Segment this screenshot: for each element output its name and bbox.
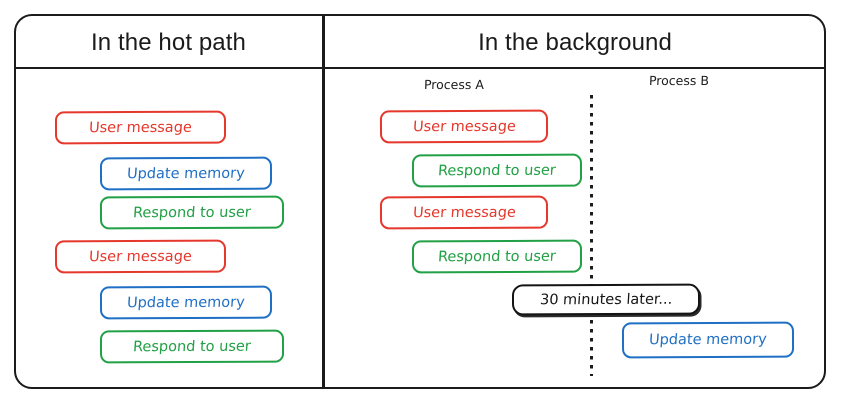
step-label: Respond to user <box>437 162 557 179</box>
column-divider <box>322 14 325 389</box>
process-a-step-user-message-2: User message <box>379 195 549 230</box>
hot-path-step-user-message-2: User message <box>54 239 227 274</box>
process-separator-dotted-line <box>590 95 593 376</box>
step-label: User message <box>88 248 193 265</box>
time-gap-label: 30 minutes later... <box>539 291 673 308</box>
step-label: User message <box>412 204 516 221</box>
hot-path-step-update-memory-2: Update memory <box>99 285 273 320</box>
step-label: Respond to user <box>132 338 252 355</box>
process-a-step-user-message-1: User message <box>379 109 549 144</box>
process-b-label: Process B <box>648 73 710 88</box>
column-header-hot-path: In the hot path <box>91 29 246 56</box>
time-gap-callout: 30 minutes later... <box>511 283 701 316</box>
step-label: Update memory <box>126 165 246 182</box>
step-label: Respond to user <box>437 248 557 265</box>
process-a-label: Process A <box>423 77 485 92</box>
header-divider <box>14 67 826 69</box>
hot-path-step-update-memory-1: Update memory <box>99 156 273 191</box>
step-label: Respond to user <box>132 204 252 221</box>
step-label: User message <box>412 118 516 135</box>
step-label: Update memory <box>126 294 246 311</box>
step-label: Update memory <box>648 331 768 349</box>
process-b-step-update-memory: Update memory <box>621 321 795 359</box>
process-a-step-respond-to-user-2: Respond to user <box>411 239 583 274</box>
hot-path-step-respond-to-user-2: Respond to user <box>99 329 285 364</box>
column-header-background: In the background <box>478 29 672 56</box>
hot-path-step-user-message-1: User message <box>54 110 227 145</box>
hot-path-step-respond-to-user-1: Respond to user <box>99 195 285 230</box>
process-a-step-respond-to-user-1: Respond to user <box>411 153 583 188</box>
step-label: User message <box>88 119 193 136</box>
